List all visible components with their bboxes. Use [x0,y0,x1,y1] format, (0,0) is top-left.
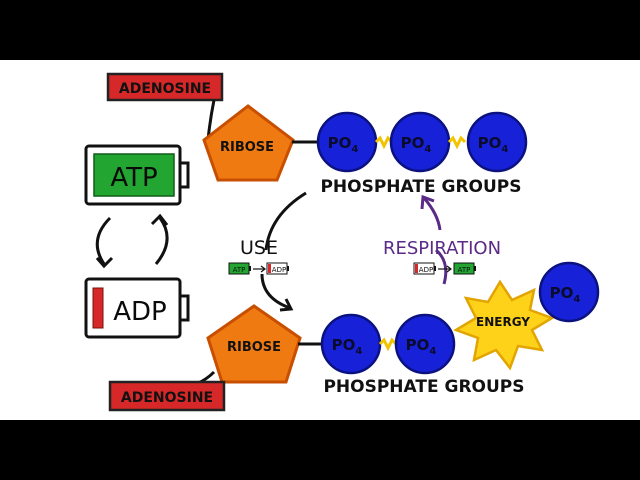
bottom-phosphate-1-subscript: 4 [355,346,362,357]
adp-battery: ADP [86,279,188,337]
respiration-label: RESPIRATION [383,238,501,259]
mini-respiration-from-label: ADP [419,266,433,274]
atp-battery-label: ATP [110,163,157,193]
bottom-ribose-label: RIBOSE [227,340,281,355]
use-label: USE [240,237,278,259]
free-phosphate-label: PO [550,284,574,302]
top-phosphate-3-subscript: 4 [501,144,508,155]
bottom-phosphate-2: PO4 [396,315,454,373]
top-adenosine-label: ADENOSINE [119,81,211,97]
top-phosphate-2-label: PO [401,134,425,152]
top-phosphate-2-subscript: 4 [424,144,431,155]
mini-use-to-label: ADP [272,266,286,274]
top-phosphate-1: PO4 [318,113,376,171]
free-phosphate: PO4 [540,263,598,321]
bottom-adenosine-box: ADENOSINE [110,382,224,410]
bottom-adenosine-label: ADENOSINE [121,390,213,406]
top-phosphate-1-label: PO [328,134,352,152]
top-phosphate-1-subscript: 4 [351,144,358,155]
bottom-phosphate-groups-label: PHOSPHATE GROUPS [323,377,524,397]
mini-use-from-label: ATP [233,266,246,274]
top-phosphate-3: PO4 [468,113,526,171]
free-phosphate-subscript: 4 [573,294,580,305]
adp-battery-label: ADP [113,297,167,327]
adp-battery-charge [93,288,103,328]
bottom-phosphate-1-label: PO [332,336,356,354]
bottom-phosphate-1: PO4 [322,315,380,373]
background-panel [0,60,640,420]
top-phosphate-groups-label: PHOSPHATE GROUPS [320,177,521,197]
atp-battery: ATP [86,146,188,204]
top-phosphate-2: PO4 [391,113,449,171]
top-phosphate-3-label: PO [478,134,502,152]
mini-respiration-to-label: ATP [458,266,471,274]
top-ribose-label: RIBOSE [220,140,274,155]
energy-label: ENERGY [476,315,530,329]
bottom-phosphate-2-subscript: 4 [429,346,436,357]
top-adenosine-box: ADENOSINE [108,74,222,100]
bottom-phosphate-2-label: PO [406,336,430,354]
